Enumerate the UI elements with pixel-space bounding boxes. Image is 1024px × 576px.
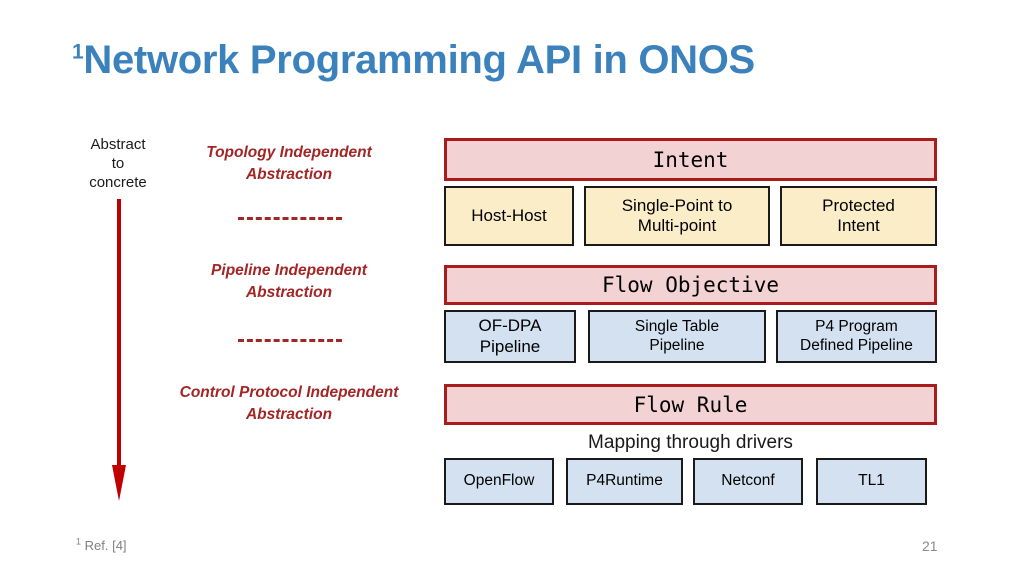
abstraction-label-control-protocol: Control Protocol Independent Abstraction <box>179 384 399 423</box>
abstraction-label-pipeline: Pipeline Independent Abstraction <box>211 262 367 301</box>
page-title: 1Network Programming API in ONOS <box>72 38 755 83</box>
band-flow-rule: Flow Rule <box>444 384 937 425</box>
abstraction-axis-column: Abstract to concrete <box>62 136 174 192</box>
pipelines-row: OF-DPA Pipeline Single Table Pipeline P4… <box>444 310 937 363</box>
pipeline-p4-program-defined: P4 Program Defined Pipeline <box>776 310 937 363</box>
intent-type-protected-intent: Protected Intent <box>780 186 937 246</box>
driver-netconf: Netconf <box>693 458 803 505</box>
dashed-separator-2 <box>238 339 342 342</box>
abstraction-label-topology: Topology Independent Abstraction <box>206 144 372 183</box>
drivers-row: OpenFlow P4Runtime Netconf TL1 <box>444 458 937 505</box>
pipeline-single-table: Single Table Pipeline <box>588 310 766 363</box>
footnote-superscript: 1 <box>76 536 82 547</box>
mapping-through-drivers-note: Mapping through drivers <box>588 432 793 453</box>
title-text: Network Programming API in ONOS <box>83 38 755 82</box>
intent-type-host-host: Host-Host <box>444 186 574 246</box>
arrow-head <box>112 465 126 501</box>
axis-label: Abstract to concrete <box>89 136 147 191</box>
arrow-shaft <box>117 199 121 467</box>
band-intent: Intent <box>444 138 937 181</box>
driver-tl1: TL1 <box>816 458 927 505</box>
pipeline-of-dpa: OF-DPA Pipeline <box>444 310 576 363</box>
dashed-separator-1 <box>238 217 342 220</box>
title-superscript: 1 <box>72 40 84 64</box>
driver-p4runtime: P4Runtime <box>566 458 683 505</box>
band-flow-objective: Flow Objective <box>444 265 937 305</box>
intent-types-row: Host-Host Single-Point to Multi-point Pr… <box>444 186 937 246</box>
downward-arrow-icon <box>112 199 126 501</box>
footnote-reference: 1 Ref. [4] <box>76 536 127 553</box>
driver-openflow: OpenFlow <box>444 458 554 505</box>
footnote-text: Ref. [4] <box>81 538 127 553</box>
intent-type-single-point-to-multi-point: Single-Point to Multi-point <box>584 186 770 246</box>
page-number: 21 <box>922 538 938 554</box>
